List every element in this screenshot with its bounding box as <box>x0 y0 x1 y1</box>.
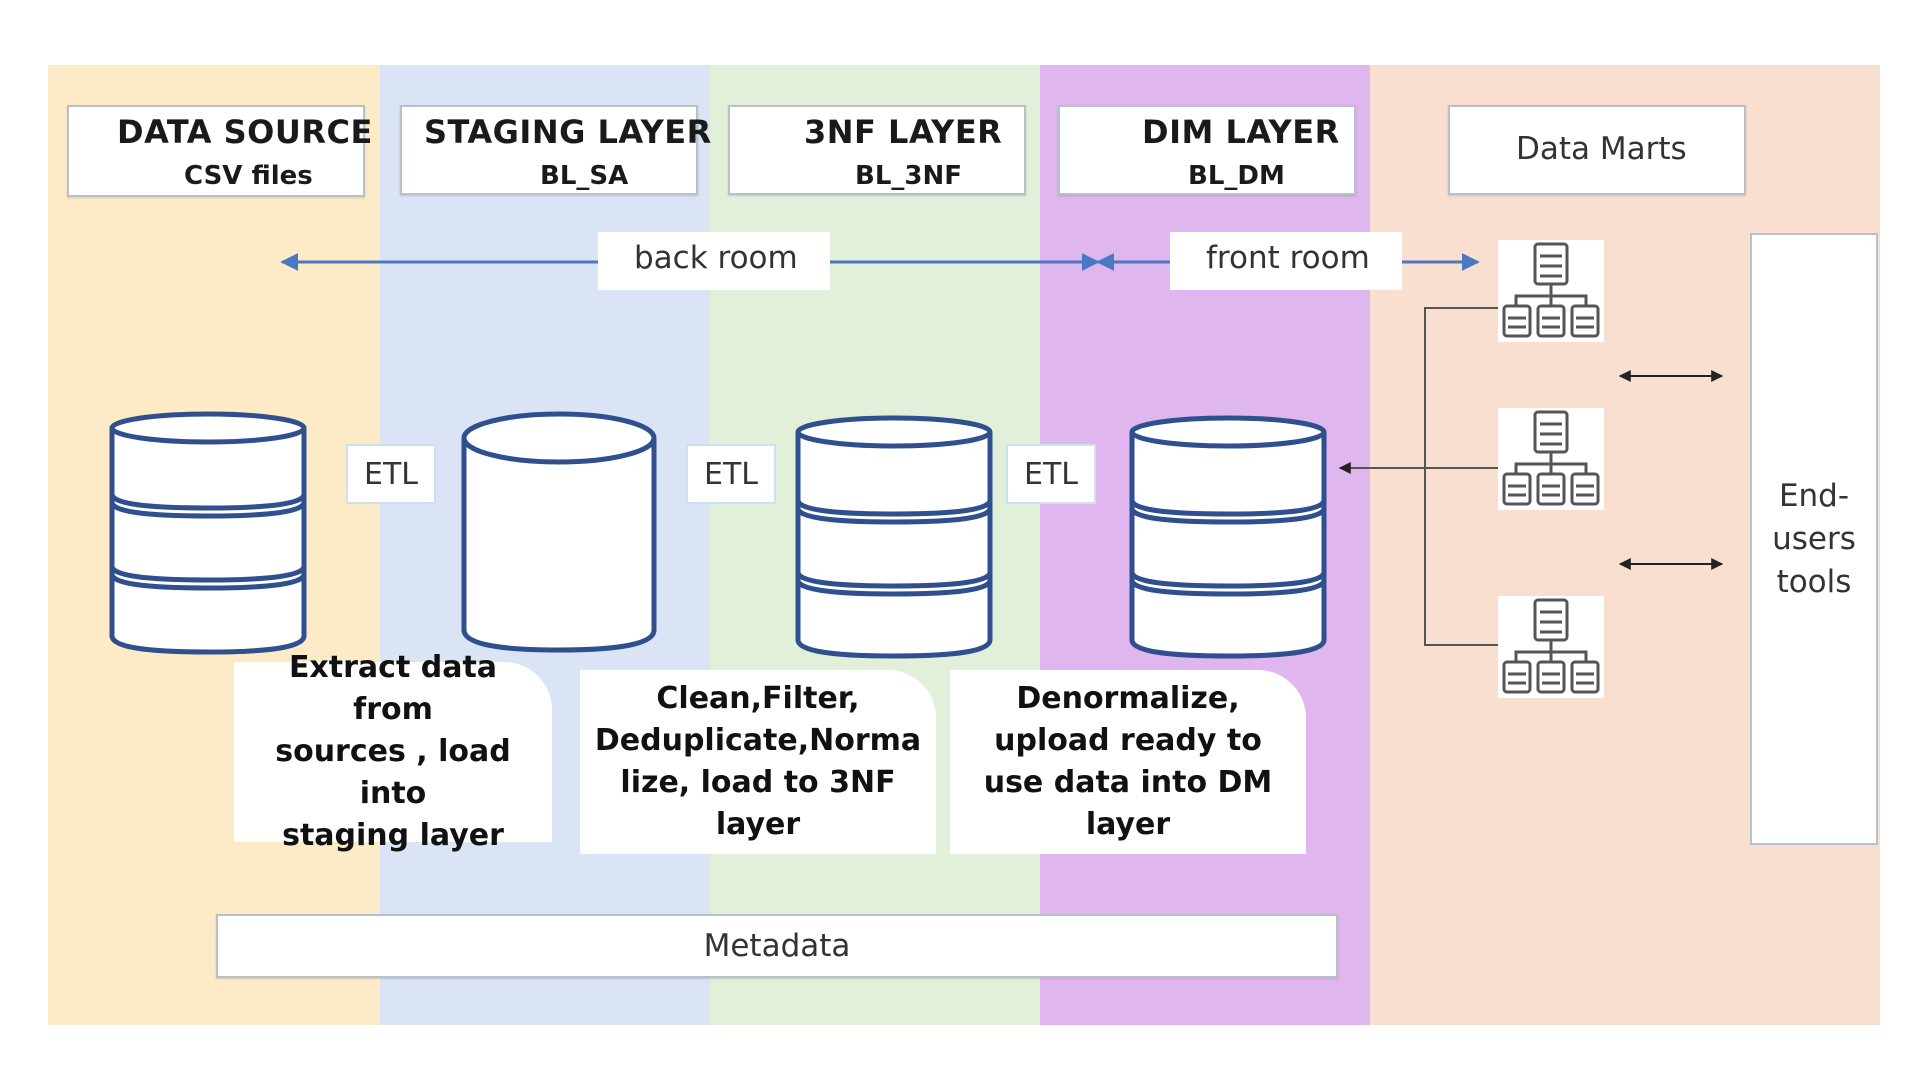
staging-db-icon <box>461 411 657 653</box>
note-clean-line-2: Deduplicate,Norma <box>594 723 922 758</box>
note-extract-line-2: sources , load into <box>275 734 511 811</box>
etl-label-1: ETL <box>346 444 436 504</box>
server-hierarchy-icon-3 <box>1498 596 1604 698</box>
note-denormalize: Denormalize, upload ready to use data in… <box>950 670 1306 854</box>
note-denormalize-line-3: use data into DM <box>983 765 1273 800</box>
dim-header: DIM LAYER BL_DM <box>1058 105 1356 195</box>
note-clean-line-1: Clean,Filter, <box>656 681 860 716</box>
note-extract: Extract data from sources , load into st… <box>234 650 552 853</box>
note-denormalize-line-1: Denormalize, <box>1016 681 1240 716</box>
note-denormalize-line-4: layer <box>1085 807 1171 842</box>
note-denormalize-line-2: upload ready to <box>994 723 1262 758</box>
back-room-label-box: back room <box>598 232 830 290</box>
data-source-header: DATA SOURCE CSV files <box>67 105 372 197</box>
3nf-header: 3NF LAYER BL_3NF <box>728 105 1026 195</box>
data-marts-title: Data Marts <box>1516 131 1687 167</box>
metadata-label: Metadata <box>703 928 851 964</box>
data-source-db-icon <box>109 411 307 655</box>
server-hierarchy-icon-2 <box>1498 408 1604 510</box>
end-users-line-3: tools <box>1776 563 1852 600</box>
3nf-db-icon <box>795 415 993 659</box>
dim-subtitle: BL_DM <box>1188 161 1285 191</box>
data-marts-header: Data Marts <box>1448 105 1746 195</box>
end-users-tools-box: End- users tools <box>1750 233 1878 845</box>
dim-db-icon <box>1129 415 1327 659</box>
dim-title: DIM LAYER <box>1142 113 1340 151</box>
data-source-subtitle: CSV files <box>184 161 313 191</box>
note-extract-line-1: Extract data from <box>288 650 498 727</box>
data-source-title: DATA SOURCE <box>117 113 373 151</box>
staging-header: STAGING LAYER BL_SA <box>400 105 711 195</box>
note-clean-line-4: layer <box>715 807 801 842</box>
end-users-line-1: End- <box>1778 477 1850 514</box>
staging-subtitle: BL_SA <box>540 161 629 191</box>
front-room-label-box: front room <box>1170 232 1402 290</box>
etl-label-2: ETL <box>686 444 776 504</box>
note-clean-line-3: lize, load to 3NF <box>620 765 896 800</box>
note-clean: Clean,Filter, Deduplicate,Norma lize, lo… <box>580 670 936 854</box>
front-room-label: front room <box>1206 240 1370 276</box>
3nf-subtitle: BL_3NF <box>855 161 962 191</box>
back-room-label: back room <box>634 240 798 276</box>
note-extract-line-3: staging layer <box>282 818 504 853</box>
end-users-line-2: users <box>1772 520 1856 557</box>
3nf-title: 3NF LAYER <box>804 113 1003 151</box>
metadata-bar: Metadata <box>216 914 1338 978</box>
server-hierarchy-icon-1 <box>1498 240 1604 342</box>
etl-label-3: ETL <box>1006 444 1096 504</box>
staging-title: STAGING LAYER <box>424 113 712 151</box>
data-marts-connector <box>1338 307 1498 646</box>
